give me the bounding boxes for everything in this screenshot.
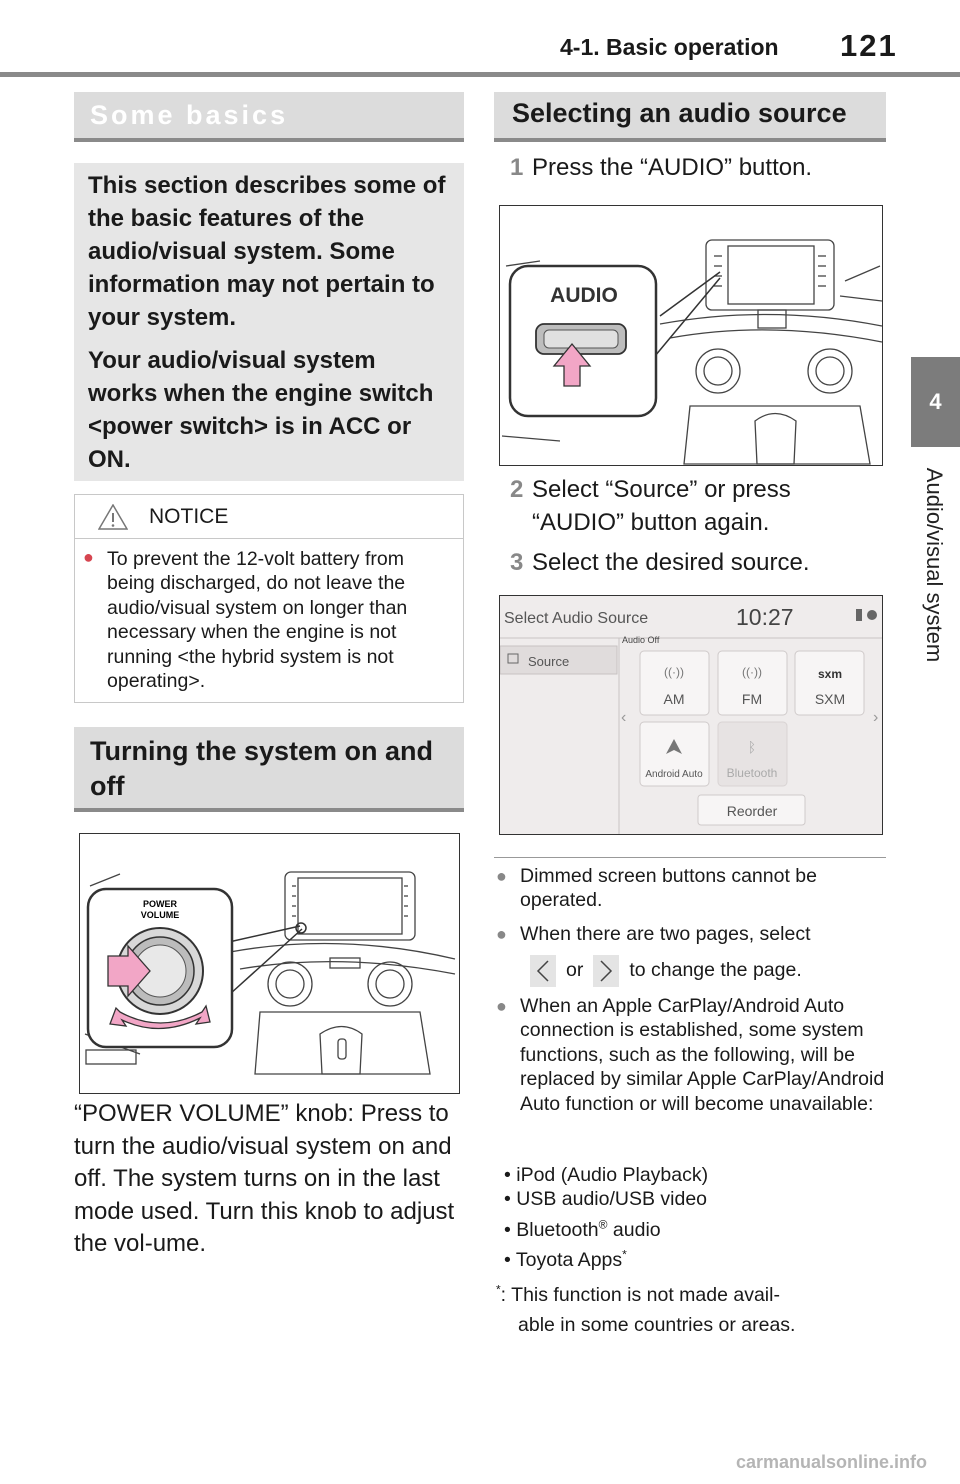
- audio-off-label: Audio Off: [622, 635, 660, 645]
- source-button-label: SXM: [815, 691, 845, 707]
- footnote-marker: *: [496, 1282, 501, 1297]
- info-bullet-text: Dimmed screen buttons cannot be operated…: [520, 865, 817, 912]
- notice-header: NOTICE: [75, 495, 463, 539]
- section-heading-text: Selecting an audio source: [512, 98, 847, 128]
- notice-body: ● To prevent the 12-volt battery from be…: [75, 539, 463, 693]
- chapter-number: 4: [929, 389, 942, 414]
- step-text-continued: “AUDIO” button again.: [532, 508, 770, 536]
- figure-label-power: POWER: [143, 899, 178, 909]
- notice-box: NOTICE ● To prevent the 12-volt battery …: [74, 494, 464, 703]
- source-button-label: Android Auto: [645, 769, 703, 780]
- bullet-icon: ●: [496, 996, 507, 1016]
- or-text: or: [566, 959, 584, 982]
- prev-page-icon[interactable]: ‹: [621, 709, 626, 726]
- next-page-icon[interactable]: ›: [873, 709, 878, 726]
- step-number: 1: [510, 154, 524, 181]
- notice-text: To prevent the 12-volt battery from bein…: [107, 548, 408, 693]
- chevron-left-icon: [530, 955, 556, 988]
- section-heading-selecting-audio-source: Selecting an audio source: [494, 92, 886, 142]
- bluetooth-icon: ᛒ: [748, 739, 756, 755]
- step-text: Press the “AUDIO” button.: [532, 154, 813, 181]
- running-header-section: 4-1. Basic operation: [560, 34, 779, 60]
- screen-time: 10:27: [736, 604, 794, 630]
- info-bullet: ● Dimmed screen buttons cannot be operat…: [496, 864, 886, 913]
- list-item: • iPod (Audio Playback): [504, 1164, 709, 1186]
- screen-title: Select Audio Source: [504, 610, 648, 627]
- source-button-label: Bluetooth: [727, 766, 778, 780]
- bullet-icon: ●: [496, 924, 507, 944]
- section-heading-text: Turning the system on and off: [90, 736, 434, 801]
- intro-paragraph: This section describes some of the basic…: [88, 172, 446, 331]
- step-number: 3: [510, 549, 524, 576]
- list-item: • USB audio/USB video: [504, 1188, 708, 1211]
- source-button-label: FM: [742, 691, 762, 707]
- sxm-logo-icon: sxm: [818, 667, 842, 681]
- audio-button-illustration: AUDIO: [499, 205, 883, 466]
- notice-title: NOTICE: [149, 505, 229, 528]
- source-button-am[interactable]: [639, 650, 710, 716]
- step-number: 2: [510, 476, 524, 503]
- trash-icon: [856, 609, 862, 621]
- chevron-right-icon: [593, 955, 620, 988]
- chapter-tab: 4: [911, 357, 960, 447]
- warning-triangle-icon: [97, 503, 129, 535]
- source-icon: [507, 653, 519, 664]
- android-auto-icon: [666, 739, 682, 754]
- step-1: 1 Press the “AUDIO” button.: [510, 152, 812, 185]
- source-tab-label: Source: [528, 654, 569, 669]
- source-button-sxm[interactable]: [794, 650, 865, 716]
- replaced-functions-list: • iPod (Audio Playback) • USB audio/USB …: [496, 1163, 886, 1273]
- watermark: carmanualsonline.info: [736, 1452, 928, 1472]
- info-bullet: ● When an Apple CarPlay/Android Auto con…: [496, 994, 886, 1116]
- footnote-text-continued: able in some countries or areas.: [518, 1314, 796, 1336]
- divider: [494, 857, 886, 858]
- select-audio-source-screenshot: Select Audio Source 10:27 Audio Off Sour…: [499, 595, 883, 835]
- info-bullet-text: When there are two pages, select: [520, 923, 811, 945]
- step-text: Select the desired source.: [532, 549, 810, 576]
- radio-wave-icon: ((·)): [664, 665, 684, 679]
- bullet-icon: ●: [496, 866, 507, 886]
- source-button-bluetooth-dimmed[interactable]: [717, 721, 788, 787]
- step-text: Select “Source” or press: [532, 476, 791, 503]
- source-button-label: AM: [664, 691, 685, 707]
- list-item: • Bluetooth® audio: [504, 1217, 661, 1241]
- step-2: 2 Select “Source” or press “AUDIO” button…: [510, 474, 880, 539]
- section-heading-text: Some basics: [90, 100, 289, 130]
- info-bullet: ● When there are two pages, select or to …: [496, 922, 886, 988]
- source-tab[interactable]: [500, 645, 618, 675]
- power-volume-description: “POWER VOLUME” knob: Press to turn the a…: [74, 1100, 455, 1257]
- section-heading-turning-on-off: Turning the system on and off: [74, 727, 464, 812]
- reorder-button[interactable]: [697, 794, 806, 826]
- source-button-fm[interactable]: [717, 650, 788, 716]
- info-bullet-text-continued: to change the page.: [629, 959, 802, 982]
- header-divider: [0, 72, 960, 77]
- footnote: *: This function is not made avail- able…: [496, 1280, 886, 1340]
- figure-label-audio: AUDIO: [550, 284, 618, 307]
- intro-paragraph: Your audio/visual system works when the …: [88, 347, 434, 473]
- chapter-title: Audio/visual system: [922, 467, 947, 663]
- radio-wave-icon: ((·)): [742, 665, 762, 679]
- step-3: 3 Select the desired source.: [510, 547, 810, 580]
- footnote-text: : This function is not made avail-: [500, 1284, 780, 1306]
- source-button-android-auto[interactable]: [639, 721, 710, 787]
- list-item: • Toyota Apps*: [504, 1247, 627, 1272]
- bullet-icon: ●: [83, 547, 94, 567]
- figure-label-volume: VOLUME: [141, 910, 180, 920]
- bluetooth-status-icon: [867, 610, 877, 620]
- page-number: 121: [840, 28, 898, 63]
- power-volume-knob-illustration: POWER VOLUME: [79, 833, 460, 1094]
- reorder-button-label: Reorder: [727, 803, 778, 819]
- intro-box: This section describes some of the basic…: [74, 163, 464, 481]
- info-bullet-text: When an Apple CarPlay/Android Auto conne…: [520, 995, 885, 1115]
- section-heading-some-basics: Some basics: [74, 92, 464, 142]
